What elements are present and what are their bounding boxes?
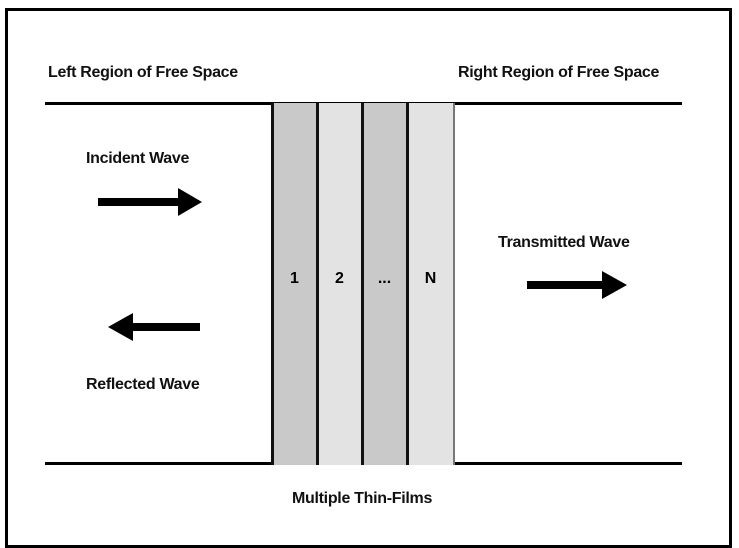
films-caption: Multiple Thin-Films [292,490,433,507]
incident-wave-label: Incident Wave [86,150,190,167]
transmitted-wave-label: Transmitted Wave [498,234,630,251]
film-layer-ellipsis [361,103,408,465]
film-layer-2 [316,103,363,465]
incident-arrow-icon [98,188,202,216]
film-label-ellipsis: ... [377,270,392,287]
right-region-label: Right Region of Free Space [458,64,660,81]
reflected-wave-label: Reflected Wave [86,376,200,393]
reflected-arrow-icon [108,313,200,341]
arrows-layer [98,188,627,341]
film-layer-n [406,103,455,465]
film-label-n: N [424,270,437,287]
film-label-1: 1 [290,270,299,287]
film-label-2: 2 [335,270,344,287]
transmitted-arrow-icon [527,271,627,299]
left-region-label: Left Region of Free Space [48,64,238,81]
